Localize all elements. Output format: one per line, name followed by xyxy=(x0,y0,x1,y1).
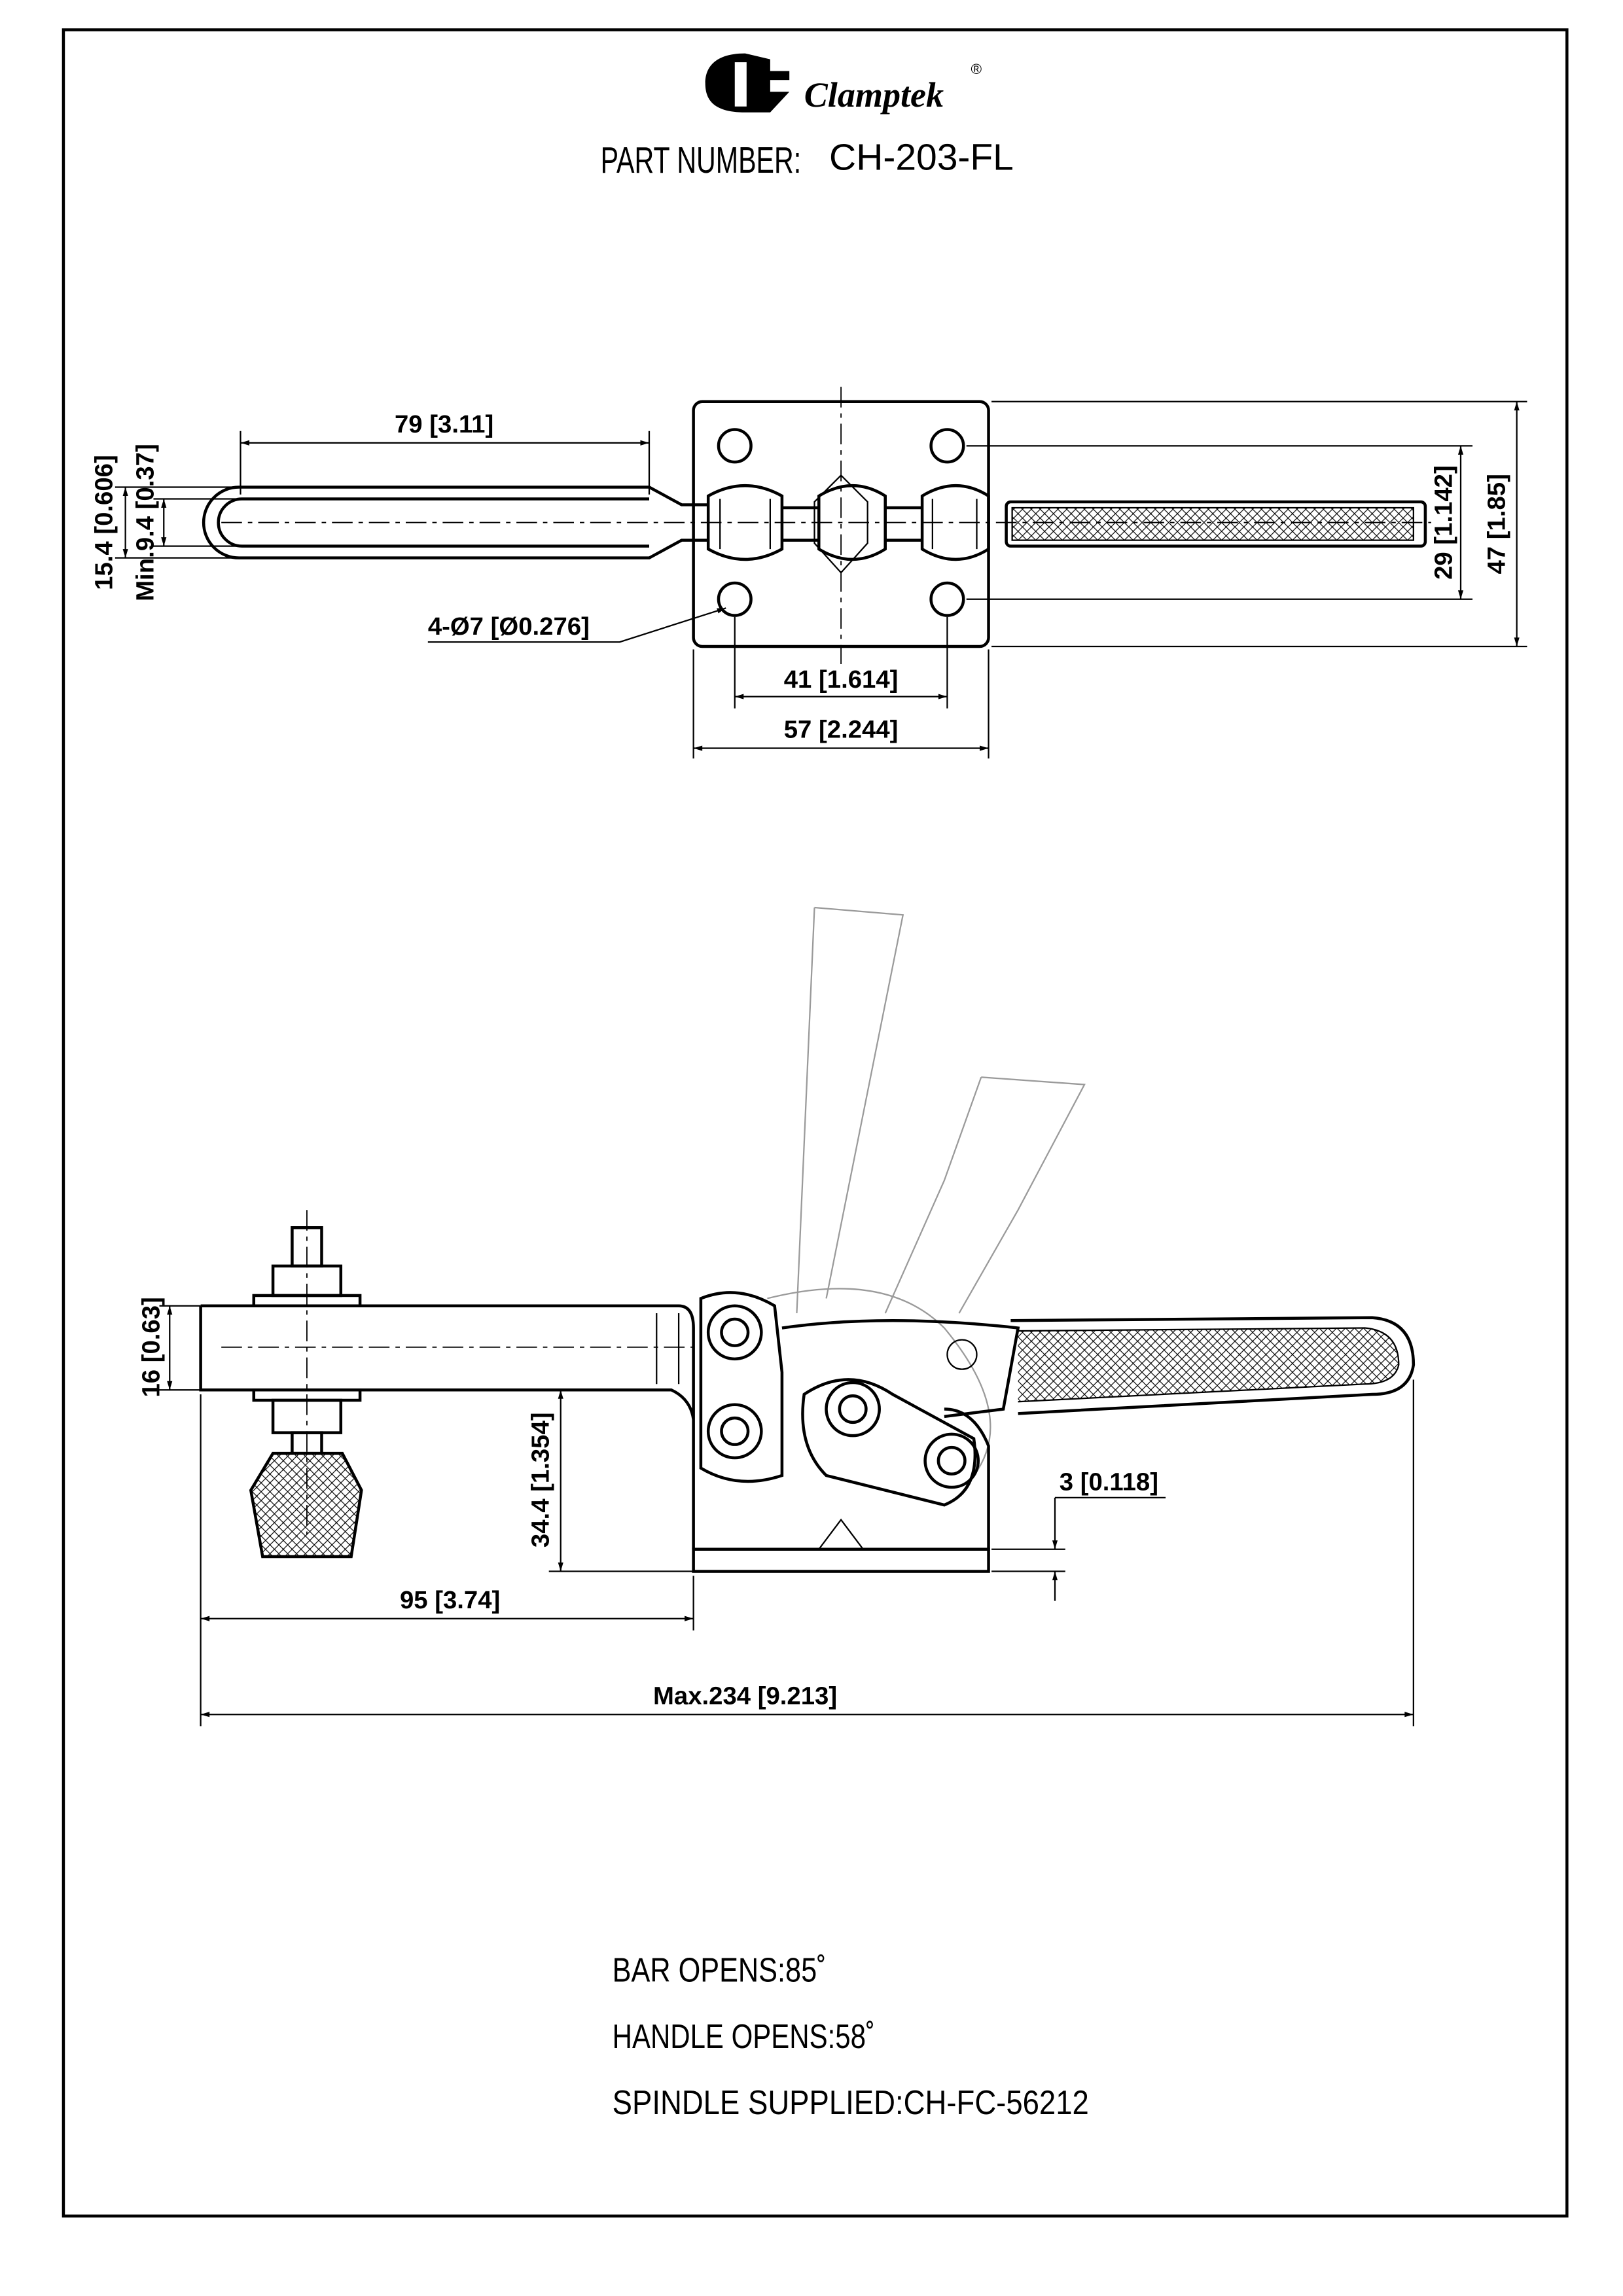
note-spindle-supplied: SPINDLE SUPPLIED:CH-FC-56212 xyxy=(613,2083,1089,2121)
rubber-tip xyxy=(249,1451,363,1559)
base-plate-side xyxy=(692,1547,990,1573)
part-number: CH-203-FL xyxy=(829,137,1014,178)
side-view: 16 [0.63] 34.4 [1.354] 3 [0.118] 95 [3.7… xyxy=(137,906,1416,1727)
top-view: 79 [3.11] 15.4 [0.606] Min.9.4 [0.37] 4-… xyxy=(90,387,1527,759)
dim-reach: 95 [3.74] xyxy=(400,1586,500,1614)
dim-base-width: 57 [2.244] xyxy=(784,716,899,744)
logo-mark-icon xyxy=(705,53,790,113)
bar-open-position xyxy=(796,906,904,1314)
pivot-block xyxy=(920,484,990,561)
pivot-pin xyxy=(825,1381,881,1438)
brand-logo: Clamptek ® xyxy=(705,53,982,115)
pivot-pin xyxy=(706,1304,763,1361)
dim-handle-inner: Min.9.4 [0.37] xyxy=(131,444,159,601)
handle-grip-side xyxy=(1010,1316,1416,1415)
sheet-border xyxy=(62,28,1569,2218)
dim-base-thickness: 3 [0.118] xyxy=(1060,1468,1158,1496)
pivot-block xyxy=(706,484,784,561)
mount-hole xyxy=(717,428,753,464)
dim-overall: Max.234 [9.213] xyxy=(653,1682,837,1710)
dim-handle-length: 79 [3.11] xyxy=(395,410,493,438)
pivot-block xyxy=(817,484,887,561)
pivot-pin xyxy=(923,1432,980,1489)
note-bar-opens: BAR OPENS:85˚ xyxy=(613,1951,827,1988)
dim-base-depth: 47 [1.85] xyxy=(1483,474,1511,574)
pivot-pin xyxy=(706,1403,763,1460)
notes: BAR OPENS:85˚ HANDLE OPENS:58˚ SPINDLE S… xyxy=(613,1951,1089,2121)
spindle xyxy=(249,1210,363,1559)
dim-hole-spacing-y: 29 [1.142] xyxy=(1429,465,1457,580)
brand-name: Clamptek xyxy=(804,75,944,115)
clamp-bar xyxy=(199,1304,695,1549)
note-handle-opens: HANDLE OPENS:58˚ xyxy=(613,2017,875,2055)
mount-hole xyxy=(929,581,965,617)
dim-holes: 4-Ø7 [Ø0.276] xyxy=(428,612,590,641)
mount-hole xyxy=(929,428,965,464)
handle-open-position xyxy=(884,1076,1086,1314)
mount-hole xyxy=(717,581,753,617)
registered-mark: ® xyxy=(971,61,982,77)
dim-bar-height: 34.4 [1.354] xyxy=(527,1412,555,1547)
dim-handle-width: 15.4 [0.606] xyxy=(90,455,118,590)
dim-hole-spacing-x: 41 [1.614] xyxy=(784,665,899,694)
handle-link xyxy=(781,1319,1020,1419)
part-number-label: PART NUMBER: xyxy=(601,139,802,181)
handle-grip xyxy=(1005,500,1427,548)
dim-bar-thickness: 16 [0.63] xyxy=(137,1297,165,1397)
